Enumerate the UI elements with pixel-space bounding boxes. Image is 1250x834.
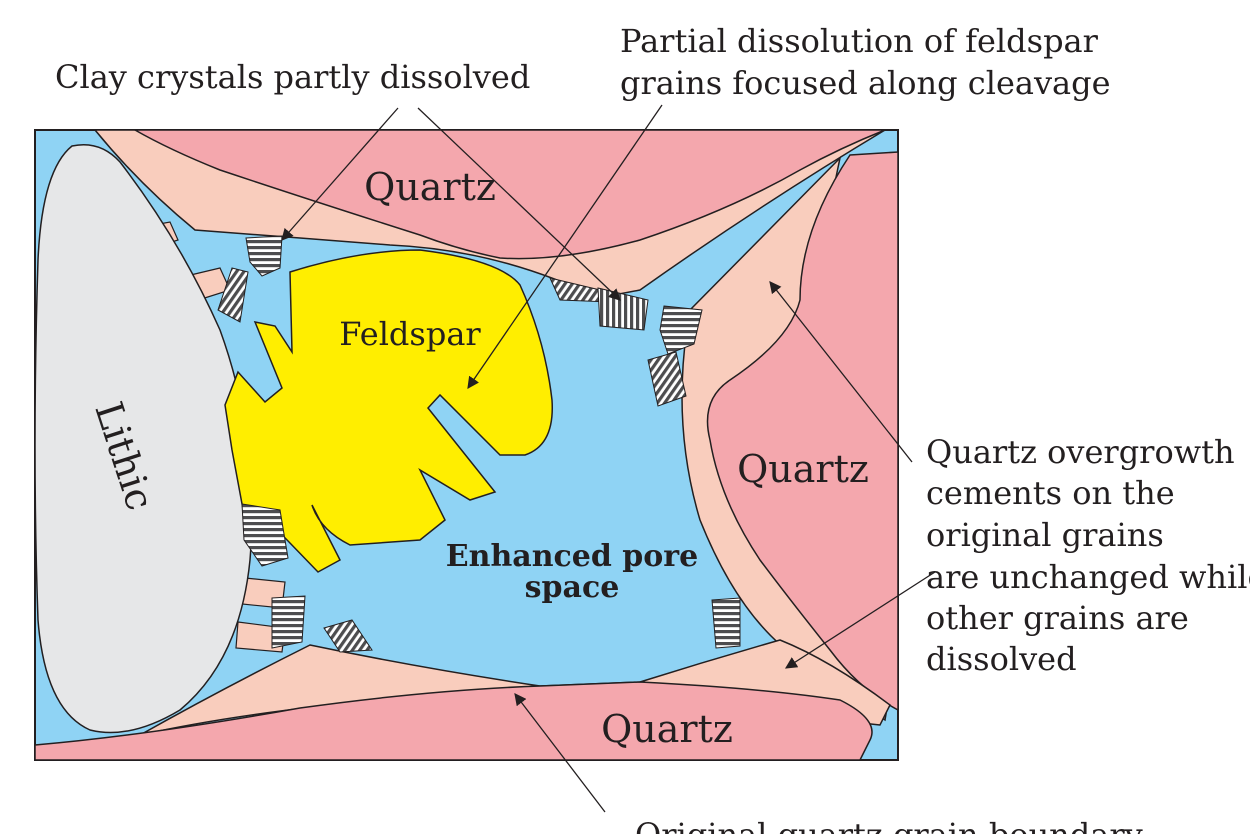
leader-clay-left: [281, 107, 399, 241]
leader-clay-right: [417, 107, 621, 301]
label-quartz-right: Quartz: [737, 447, 869, 491]
clay-crystals: [271, 595, 306, 649]
annotation-overgrowth-line: are unchanged while: [926, 558, 1250, 596]
annotation-overgrowth-line: original grains: [926, 516, 1164, 554]
clay-crystals: [245, 235, 283, 277]
label-quartz-top: Quartz: [364, 165, 496, 209]
annotation-feldspar-line2: grains focused along cleavage: [620, 64, 1111, 102]
annotation-overgrowth-line: dissolved: [926, 640, 1077, 678]
quartz-grain-bottom: [34, 681, 873, 761]
leader-grain-boundary: [514, 693, 606, 813]
annotation-overgrowth-line: cements on the: [926, 474, 1175, 512]
leader-overgrowth-upper: [769, 281, 913, 463]
clay-crystals: [647, 351, 687, 407]
label-quartz-bottom: Quartz: [601, 707, 733, 751]
quartz-grain-right: [706, 151, 899, 712]
quartz-grain-top: [132, 129, 886, 260]
lithic-grain: [34, 144, 253, 734]
annotation-overgrowth-line: Quartz overgrowth: [926, 433, 1235, 471]
annotation-feldspar-line1: Partial dissolution of feldspar: [620, 22, 1099, 60]
label-feldspar: Feldspar: [339, 315, 481, 353]
clay-crystals: [217, 267, 249, 323]
clay-crystals: [323, 619, 373, 653]
clay-crystals: [711, 597, 741, 649]
label-pore-space-line1: Enhanced pore: [446, 539, 698, 574]
annotation-grain-boundary: Original quartz grain boundary: [635, 816, 1143, 834]
leader-overgrowth-lower: [784, 571, 936, 669]
annotation-clay: Clay crystals partly dissolved: [55, 58, 530, 96]
clay-crystals: [659, 305, 703, 355]
label-pore-space-line2: space: [525, 570, 620, 605]
clay-crystals: [241, 503, 289, 567]
feldspar-grain: [224, 249, 554, 573]
annotation-overgrowth-line: other grains are: [926, 599, 1189, 637]
leader-feldspar-cleavage: [467, 104, 663, 389]
